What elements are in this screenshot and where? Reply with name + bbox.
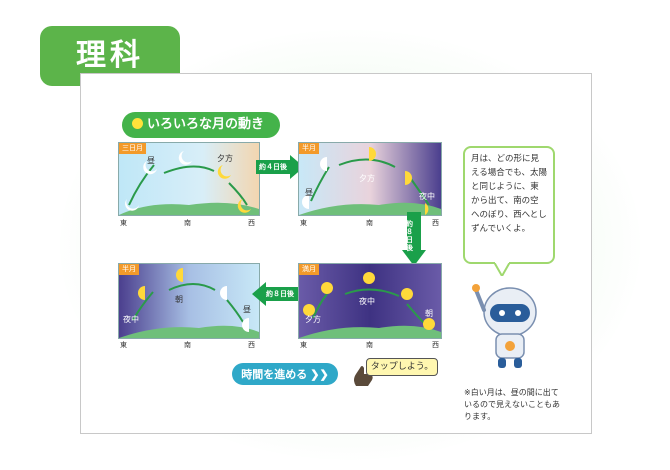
- robot-mascot-icon: [472, 284, 537, 368]
- dir-east: 東: [300, 341, 307, 349]
- arrow-down-icon: [402, 212, 426, 266]
- panel-tag: 半月: [299, 143, 319, 154]
- panel-tag: 三日月: [119, 143, 146, 154]
- label-evening: 夕方: [217, 154, 233, 163]
- arrow-label-right: 約８日後: [406, 220, 413, 252]
- label-morning: 朝: [175, 295, 183, 304]
- dir-west: 西: [248, 341, 255, 349]
- arrow-right-icon: [256, 155, 304, 179]
- panel-crescent[interactable]: 三日月 昼 夕方: [118, 142, 260, 216]
- panel-first-quarter[interactable]: 半月 昼 夕方 夜中: [298, 142, 442, 216]
- footnote: ※白い月は、昼の間に出ているので見えないこともあります。: [464, 388, 560, 421]
- label-evening: 夕方: [359, 174, 375, 183]
- label-midnight: 夜中: [419, 192, 435, 201]
- page-title: いろいろな月の動き: [122, 112, 280, 138]
- label-evening: 夕方: [305, 315, 321, 324]
- dir-south: 南: [184, 341, 191, 349]
- label-midnight: 夜中: [359, 297, 375, 306]
- dir-west: 西: [248, 219, 255, 227]
- sky-illustration: [119, 264, 259, 338]
- advance-time-button[interactable]: 時間を進める ❯❯: [232, 363, 338, 385]
- dir-east: 東: [120, 219, 127, 227]
- speech-bubble: 月は、どの形に見える場合でも、太陽と同じように、東から出て、南の空へのぼり、西へ…: [463, 146, 555, 264]
- label-noon: 昼: [243, 305, 251, 314]
- dir-east: 東: [120, 341, 127, 349]
- arrow-label-bottom: 約８日後: [266, 290, 294, 298]
- label-noon: 昼: [147, 156, 155, 165]
- sky-illustration: [299, 143, 441, 215]
- dir-east: 東: [300, 219, 307, 227]
- dir-west: 西: [432, 219, 439, 227]
- sky-illustration: [299, 264, 441, 338]
- moon-icon: [132, 118, 143, 129]
- label-midnight: 夜中: [123, 315, 139, 324]
- panel-full-moon[interactable]: 満月 夕方 夜中 朝: [298, 263, 442, 339]
- pointing-hand-icon: [354, 366, 373, 386]
- arrow-left-icon: [252, 282, 300, 306]
- arrow-label-top: 約４日後: [259, 163, 287, 171]
- panel-tag: 満月: [299, 264, 319, 275]
- dir-west: 西: [432, 341, 439, 349]
- dir-south: 南: [366, 219, 373, 227]
- panel-last-quarter[interactable]: 半月 夜中 朝 昼: [118, 263, 260, 339]
- dir-south: 南: [366, 341, 373, 349]
- label-morning: 朝: [425, 309, 433, 318]
- panel-tag: 半月: [119, 264, 139, 275]
- label-noon: 昼: [305, 188, 313, 197]
- dir-south: 南: [184, 219, 191, 227]
- title-text: いろいろな月の動き: [147, 117, 265, 132]
- sky-illustration: [119, 143, 259, 215]
- tap-hint: タップしよう。: [366, 358, 438, 376]
- bubble-tail: [494, 262, 510, 276]
